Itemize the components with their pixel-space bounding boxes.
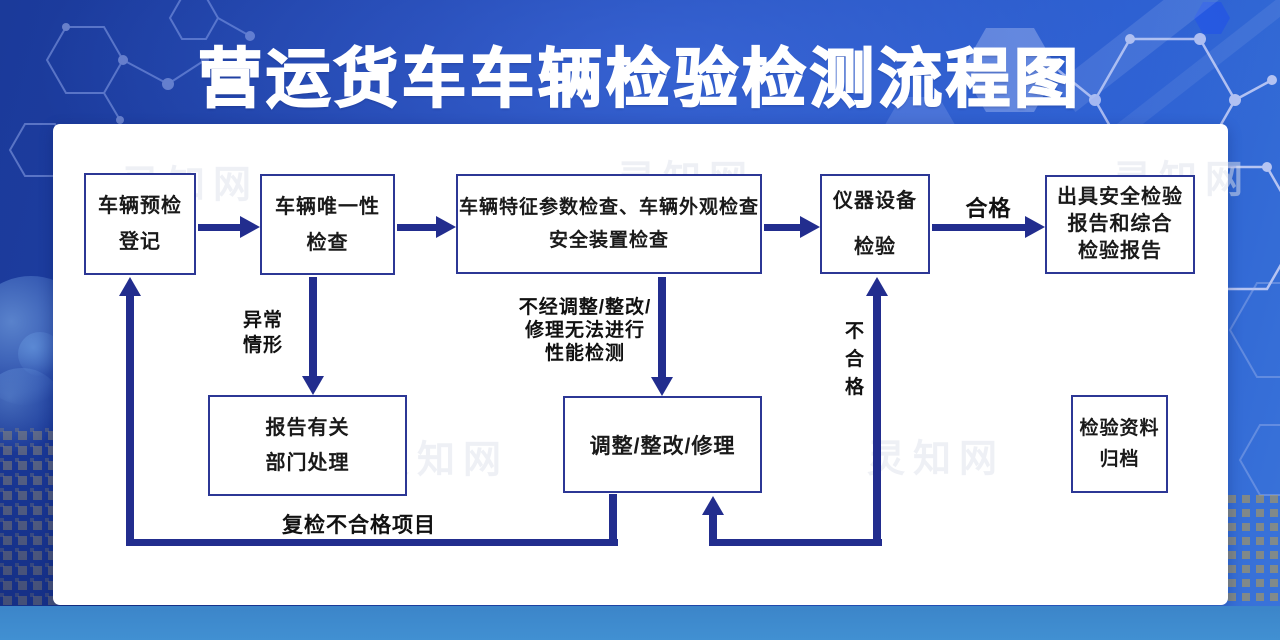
- arrowhead-right-icon: [1025, 216, 1045, 238]
- footer-band: [0, 606, 1280, 640]
- node-instrument-inspection: 仪器设备 检验: [820, 174, 930, 274]
- line-unqualified-vertical: [873, 295, 881, 546]
- arrow-feature-to-instrument: [764, 224, 802, 231]
- node-feature-appearance-safety-check: 车辆特征参数检查、车辆外观检查 安全装置检查: [456, 174, 762, 274]
- arrow-uniqueness-to-report: [309, 277, 317, 379]
- arrowhead-up-icon: [702, 496, 724, 515]
- edge-label-qualified: 合格: [965, 196, 1012, 221]
- arrowhead-down-icon: [651, 377, 673, 396]
- node-report-to-departments: 报告有关 部门处理: [208, 395, 407, 496]
- line-up-into-adjust: [709, 514, 717, 546]
- page-title: 营运货车车辆检验检测流程图: [197, 42, 1082, 116]
- arrowhead-right-icon: [240, 216, 260, 238]
- edge-label-recheck-failed-items: 复检不合格项目: [282, 514, 436, 537]
- arrow-uniqueness-to-feature: [397, 224, 438, 231]
- node-issue-reports: 出具安全检验 报告和综合 检验报告: [1045, 175, 1195, 274]
- edge-label-abnormal-case: 异常 情形: [243, 310, 284, 356]
- arrow-instrument-to-reports: [932, 224, 1027, 231]
- node-uniqueness-check: 车辆唯一性 检查: [260, 174, 395, 275]
- line-unqualified-horizontal: [709, 539, 882, 546]
- line-adjust-down: [609, 494, 617, 546]
- pixel-squares-bottom-left: [0, 428, 58, 620]
- node-archive-materials: 检验资料 归档: [1071, 395, 1168, 493]
- line-recheck-vertical: [126, 296, 134, 546]
- arrowhead-up-icon: [119, 277, 141, 296]
- arrowhead-right-icon: [800, 216, 820, 238]
- arrowhead-down-icon: [302, 376, 324, 395]
- arrowhead-right-icon: [436, 216, 456, 238]
- edge-label-unqualified: 不 合 格: [844, 321, 865, 398]
- edge-label-cannot-test: 不经调整/整改/ 修理无法进行 性能检测: [518, 297, 652, 364]
- node-pre-check-register: 车辆预检 登记: [84, 173, 196, 275]
- arrow-precheck-to-uniqueness: [198, 224, 242, 231]
- arrowhead-up-icon: [866, 277, 888, 296]
- arrow-feature-to-adjust: [658, 277, 666, 380]
- line-recheck-horizontal: [126, 539, 618, 546]
- node-adjust-rectify-repair: 调整/整改/修理: [563, 396, 762, 493]
